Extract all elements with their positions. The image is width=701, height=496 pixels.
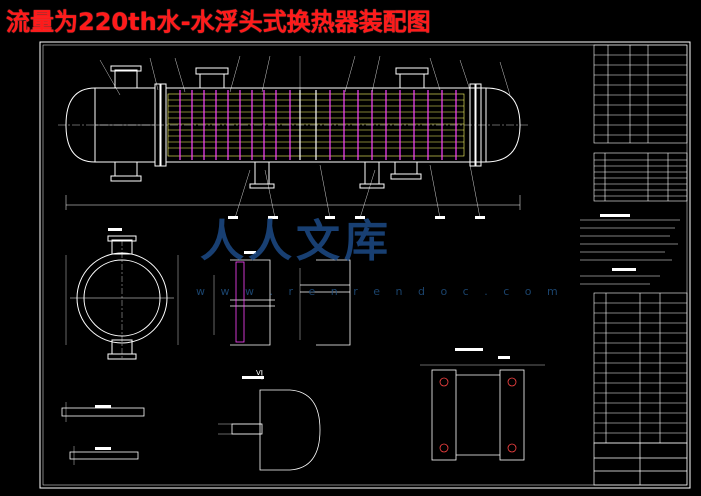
section-mark: VI [256,369,263,377]
design-data-table [593,152,688,202]
watermark-url: w w w . r e n r e n d o c . c o m [196,285,564,298]
leader-lines [99,55,511,219]
drawing-title: 流量为220th水-水浮头式换热器装配图 [6,8,431,36]
detail-view-1 [213,259,275,346]
detail-gasket-view [420,364,545,461]
detail-view-2 [299,259,351,346]
watermark-logo: 人人文库 [200,216,392,267]
cross-section-view [65,235,179,360]
drawing-border [39,41,691,489]
annotation-marks [95,214,636,450]
title-block [593,442,688,486]
baffle-plates [179,90,457,160]
parts-list-table [593,292,688,444]
main-elevation-view [58,65,530,210]
detail-view-3 [218,370,321,471]
tech-requirements-text [580,219,680,285]
nozzle-table [593,44,688,144]
small-detail-left [61,402,145,465]
